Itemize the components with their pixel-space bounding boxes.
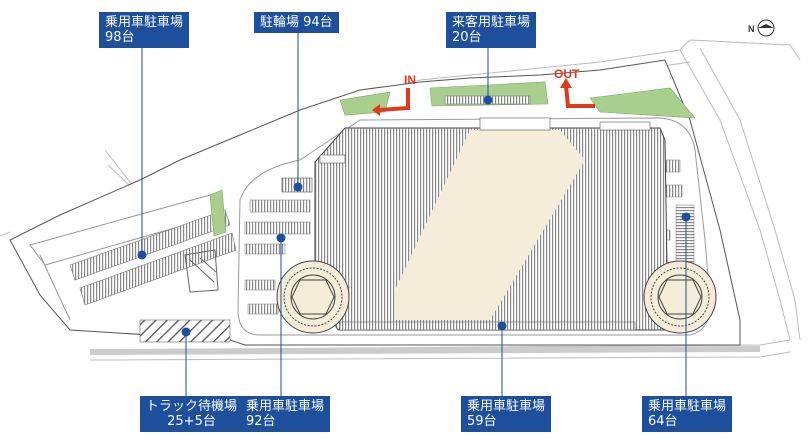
label-truck-wait: トラック待機場 25+5台 — [140, 396, 244, 432]
ramp-left — [276, 260, 350, 334]
parking-lot-98 — [29, 194, 237, 321]
label-visitor-20-count: 20台 — [452, 30, 482, 45]
label-bicycle-94: 駐輪場 94台 — [254, 12, 339, 33]
entrance-out-arrow — [560, 78, 595, 108]
label-bicycle-94-title: 駐輪場 94台 — [260, 15, 333, 30]
label-visitor-20: 来客用駐車場 20台 — [446, 12, 537, 48]
entrance-in-label: IN — [404, 73, 416, 87]
label-parking-59-title: 乗用車駐車場 — [467, 399, 546, 414]
compass-north-label: N — [748, 24, 755, 34]
warehouse-building — [314, 117, 669, 331]
label-parking-98-title: 乗用車駐車場 — [105, 15, 184, 30]
label-parking-92-count: 92台 — [246, 414, 276, 429]
label-parking-59-count: 59台 — [467, 414, 497, 429]
label-parking-92: 乗用車駐車場 92台 — [240, 396, 331, 432]
parking-lot-92 — [244, 199, 311, 315]
label-parking-64-title: 乗用車駐車場 — [648, 399, 727, 414]
label-parking-59: 乗用車駐車場 59台 — [461, 396, 552, 432]
entrance-in-arrow — [372, 88, 410, 116]
leader-lines — [137, 32, 691, 398]
ramp-right — [643, 260, 717, 334]
entrance-out-label: OUT — [554, 67, 580, 81]
label-visitor-20-title: 来客用駐車場 — [452, 15, 531, 30]
label-truck-wait-count: 25+5台 — [167, 414, 216, 429]
label-parking-64: 乗用車駐車場 64台 — [642, 396, 733, 432]
label-parking-98-count: 98台 — [105, 30, 135, 45]
parking-lot-59 — [339, 321, 636, 331]
label-parking-92-title: 乗用車駐車場 — [246, 399, 325, 414]
compass-icon — [757, 19, 775, 37]
label-parking-64-count: 64台 — [648, 414, 678, 429]
label-truck-wait-title: トラック待機場 — [146, 399, 238, 414]
inner-drive — [237, 117, 711, 336]
label-parking-98: 乗用車駐車場 98台 — [99, 12, 190, 48]
